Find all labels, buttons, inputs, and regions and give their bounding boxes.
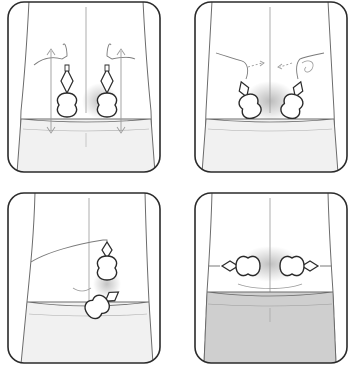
placement-panel-1	[7, 1, 161, 173]
back-illustration-1	[7, 1, 161, 173]
placement-panel-4	[194, 192, 348, 364]
pants	[202, 119, 338, 173]
pants	[204, 292, 336, 364]
back-illustration-4	[194, 192, 348, 364]
back-illustration-2	[194, 1, 348, 173]
placement-panel-3	[7, 192, 161, 364]
back-illustration-3	[7, 192, 161, 364]
placement-panel-2	[194, 1, 348, 173]
